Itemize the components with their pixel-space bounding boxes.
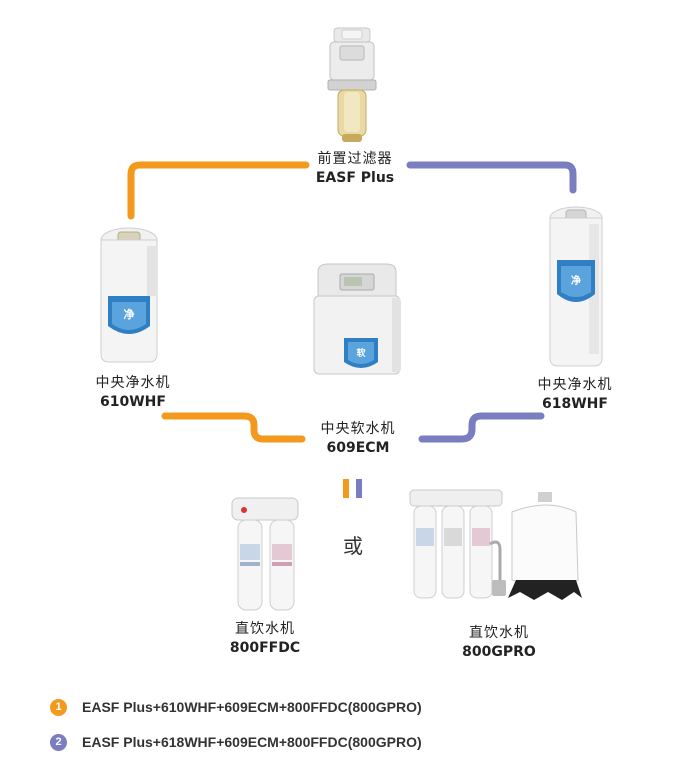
svg-text:净: 净 [571, 274, 581, 287]
central-right-model: 618WHF [542, 396, 608, 412]
drink-left-model: 800FFDC [229, 640, 301, 656]
legend-number: 2 [55, 736, 62, 748]
legend-item: 1 EASF Plus+610WHF+609ECM+800FFDC(800GPR… [50, 696, 422, 718]
central-right-name: 中央净水机 [537, 377, 613, 393]
legend-number-badge: 1 [50, 698, 67, 716]
drink-left-name: 直饮水机 [235, 621, 295, 637]
drink-right-model: 800GPRO [462, 644, 536, 660]
pipe-purple-bottom [418, 412, 545, 443]
legend-text: EASF Plus+618WHF+609ECM+800FFDC(800GPRO) [82, 734, 422, 750]
connector-orange-bar [343, 479, 349, 498]
central-right-label: 中央净水机 618WHF [520, 376, 630, 414]
central-left-label: 中央净水机 610WHF [78, 374, 188, 412]
drink-left-label: 直饮水机 800FFDC [210, 620, 320, 658]
prefilter-name: 前置过滤器 [317, 151, 393, 167]
central-filter-right-image: 净 [549, 206, 603, 367]
drink-right-name: 直饮水机 [469, 625, 529, 641]
central-filter-left-image: 净 [100, 227, 158, 363]
drink-right-label: 直饮水机 800GPRO [444, 624, 554, 662]
connector-purple-bar [356, 479, 362, 498]
legend-number-badge: 2 [50, 733, 67, 751]
or-text: 或 [343, 534, 363, 558]
legend-number: 1 [55, 701, 62, 713]
softener-name: 中央软水机 [320, 421, 396, 437]
pipe-orange-top [127, 161, 310, 220]
legend-text: EASF Plus+610WHF+609ECM+800FFDC(800GPRO) [82, 699, 422, 715]
legend-item: 2 EASF Plus+618WHF+609ECM+800FFDC(800GPR… [50, 731, 422, 753]
softener-model: 609ECM [326, 440, 390, 456]
prefilter-image [327, 27, 377, 142]
softener-image: 软 [313, 263, 401, 375]
prefilter-label: 前置过滤器 EASF Plus [300, 150, 410, 188]
drinking-unit-left-image [231, 497, 299, 611]
svg-text:软: 软 [356, 347, 366, 359]
prefilter-model: EASF Plus [315, 170, 395, 186]
central-left-name: 中央净水机 [95, 375, 171, 391]
pipe-orange-bottom [161, 412, 306, 443]
pipe-purple-top [406, 161, 577, 194]
svg-text:净: 净 [124, 307, 135, 321]
central-left-model: 610WHF [100, 394, 166, 410]
drinking-unit-right-image [409, 489, 582, 600]
softener-label: 中央软水机 609ECM [303, 420, 413, 458]
